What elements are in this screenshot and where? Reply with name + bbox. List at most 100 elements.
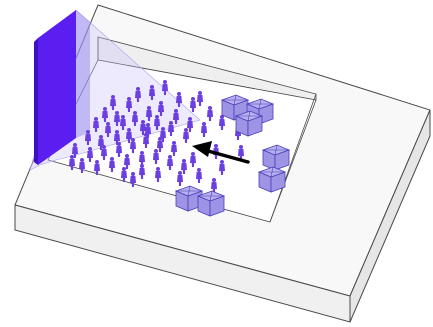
- person-head: [178, 171, 182, 175]
- person-head: [140, 164, 144, 168]
- standing-person-icon: [130, 138, 136, 153]
- person-body: [130, 142, 136, 153]
- person-head: [111, 95, 115, 99]
- person-head: [159, 101, 163, 105]
- exhibition-booth-icon: [234, 110, 264, 137]
- person-head: [184, 128, 188, 132]
- person-head: [198, 91, 202, 95]
- person-head: [122, 167, 126, 171]
- person-body: [139, 168, 145, 179]
- standing-person-icon: [93, 117, 99, 132]
- standing-person-icon: [238, 145, 244, 160]
- person-body: [121, 171, 127, 182]
- standing-person-icon: [139, 164, 145, 179]
- person-body: [153, 153, 159, 164]
- booth-roof-line: [247, 110, 251, 122]
- standing-person-icon: [168, 121, 174, 136]
- standing-person-icon: [85, 130, 91, 145]
- person-body: [173, 113, 179, 124]
- booth-roof-line: [258, 98, 262, 110]
- person-body: [132, 115, 138, 126]
- person-head: [163, 80, 167, 84]
- person-head: [131, 172, 135, 176]
- standing-person-icon: [167, 155, 173, 170]
- booth-roof-line: [187, 185, 191, 197]
- person-body: [140, 124, 146, 135]
- person-body: [79, 162, 85, 173]
- standing-person-icon: [173, 109, 179, 124]
- person-body: [116, 146, 122, 157]
- person-head: [214, 144, 218, 148]
- standing-person-icon: [139, 151, 145, 166]
- standing-person-icon: [98, 135, 104, 150]
- person-body: [130, 176, 136, 187]
- person-body: [105, 126, 111, 137]
- person-body: [207, 110, 213, 121]
- person-head: [220, 160, 224, 164]
- standing-person-icon: [183, 128, 189, 143]
- person-body: [139, 155, 145, 166]
- standing-person-icon: [126, 97, 132, 112]
- person-body: [102, 111, 108, 122]
- person-head: [110, 157, 114, 161]
- standing-person-icon: [101, 145, 107, 160]
- person-head: [140, 151, 144, 155]
- standing-person-icon: [171, 141, 177, 156]
- person-head: [220, 115, 224, 119]
- standing-person-icon: [114, 111, 120, 126]
- person-head: [172, 141, 176, 145]
- standing-person-icon: [109, 157, 115, 172]
- standing-person-icon: [153, 149, 159, 164]
- standing-person-icon: [120, 115, 126, 130]
- person-body: [162, 84, 168, 95]
- person-body: [157, 141, 163, 152]
- standing-person-icon: [196, 168, 202, 183]
- standing-person-icon: [160, 127, 166, 142]
- person-body: [238, 149, 244, 160]
- person-body: [158, 105, 164, 116]
- led-screen-edge: [34, 38, 38, 165]
- person-head: [117, 142, 121, 146]
- standing-person-icon: [158, 101, 164, 116]
- person-body: [211, 182, 217, 193]
- person-body: [219, 119, 225, 130]
- led-screen-face: [38, 10, 76, 165]
- person-head: [103, 107, 107, 111]
- person-head: [106, 122, 110, 126]
- person-head: [99, 135, 103, 139]
- person-head: [146, 123, 150, 127]
- person-body: [120, 119, 126, 130]
- person-body: [171, 145, 177, 156]
- person-body: [197, 95, 203, 106]
- person-body: [219, 164, 225, 175]
- standing-person-icon: [162, 80, 168, 95]
- person-head: [136, 87, 140, 91]
- person-head: [80, 158, 84, 162]
- arrow-head: [192, 141, 212, 157]
- standing-person-icon: [211, 178, 217, 193]
- person-head: [95, 160, 99, 164]
- standing-person-icon: [207, 106, 213, 121]
- standing-person-icon: [87, 147, 93, 162]
- person-head: [127, 97, 131, 101]
- person-head: [156, 167, 160, 171]
- person-body: [94, 164, 100, 175]
- standing-person-icon: [155, 167, 161, 182]
- person-body: [154, 119, 160, 130]
- standing-person-icon: [177, 171, 183, 186]
- standing-person-icon: [154, 115, 160, 130]
- person-body: [143, 137, 149, 148]
- person-body: [183, 132, 189, 143]
- person-head: [155, 115, 159, 119]
- person-body: [126, 132, 132, 143]
- standing-person-icon: [146, 106, 152, 121]
- standing-person-icon: [219, 160, 225, 175]
- standing-person-icon: [197, 91, 203, 106]
- person-body: [124, 158, 130, 169]
- led-screen-icon: [34, 10, 90, 165]
- person-body: [190, 156, 196, 167]
- standing-person-icon: [102, 107, 108, 122]
- arrow-shaft: [206, 149, 250, 164]
